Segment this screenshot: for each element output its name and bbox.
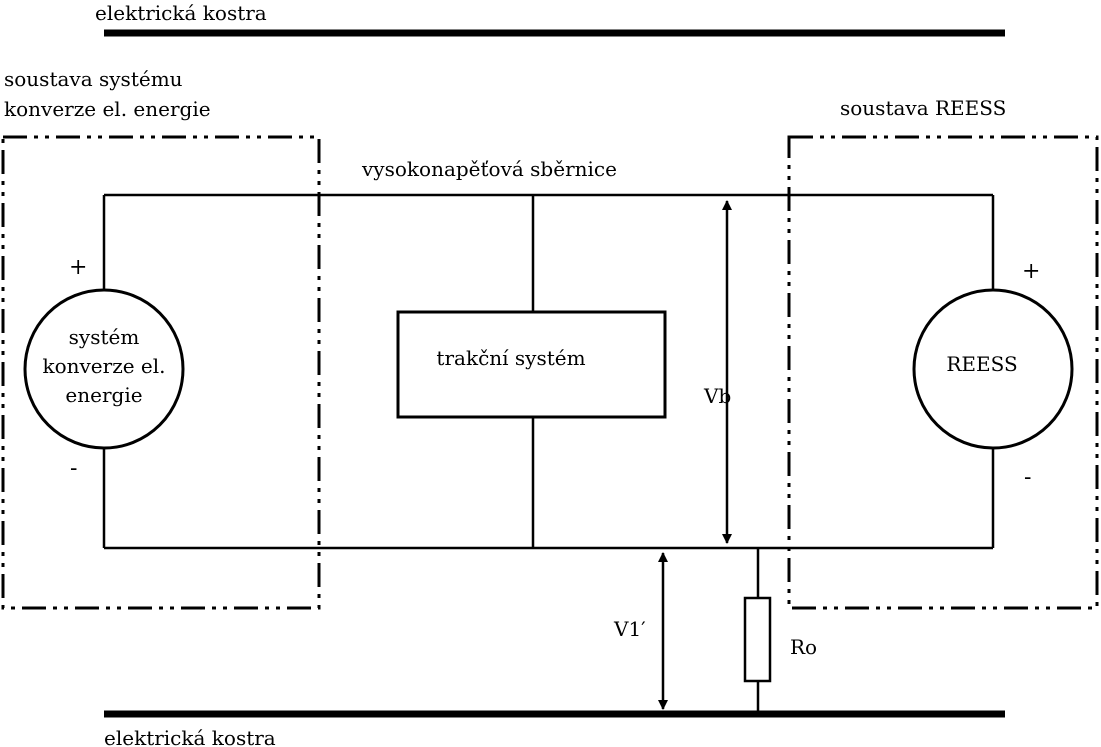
right-assembly-boundary <box>787 135 1099 610</box>
left-assembly-label-line2: konverze el. energie <box>4 97 211 121</box>
left-assembly-boundary <box>1 135 321 610</box>
left-minus-sign: - <box>70 456 77 481</box>
ground-bottom-label: elektrická kostra <box>104 726 276 747</box>
right-minus-sign: - <box>1024 465 1031 490</box>
left-source-label-line3: energie <box>65 383 142 407</box>
left-source-label-line1: systém <box>69 325 140 349</box>
ro-resistor <box>743 596 772 683</box>
ro-label: Ro <box>790 635 817 659</box>
right-plus-sign: + <box>1022 259 1040 284</box>
v1-label: V1′ <box>613 617 646 641</box>
reess-label: REESS <box>946 352 1017 376</box>
reess-circle <box>912 288 1074 450</box>
vb-label: Vb <box>703 384 731 408</box>
hv-bus-label: vysokonapěťová sběrnice <box>361 157 617 181</box>
traction-system-label: trakční systém <box>436 346 585 370</box>
left-source-circle <box>23 288 185 450</box>
left-source-label-line2: konverze el. <box>42 354 165 378</box>
ground-top-label: elektrická kostra <box>95 1 267 25</box>
left-plus-sign: + <box>69 255 87 280</box>
left-assembly-label-line1: soustava systému <box>4 67 183 91</box>
right-assembly-label: soustava REESS <box>840 96 1006 120</box>
traction-system-box <box>396 310 667 419</box>
